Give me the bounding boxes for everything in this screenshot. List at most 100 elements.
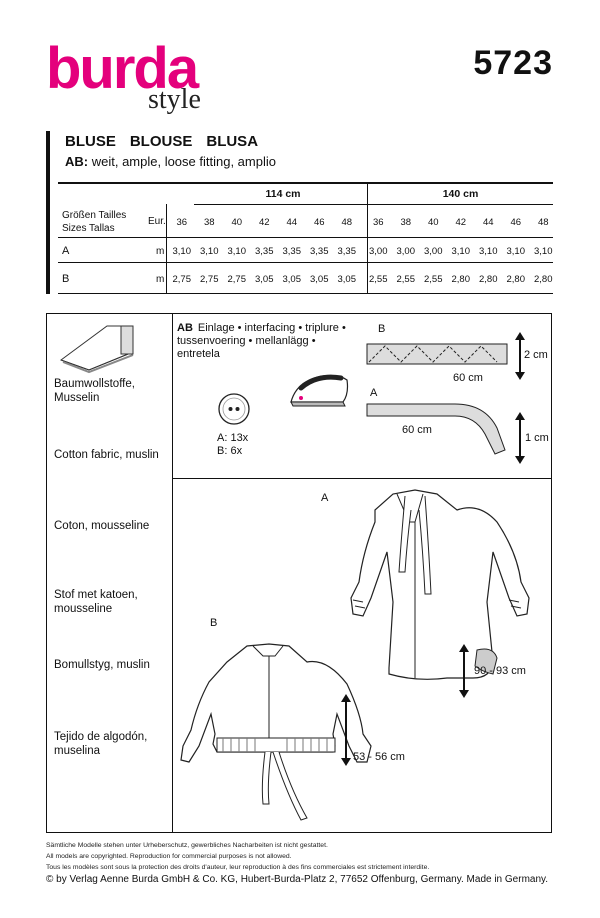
yardage-cell: 2,55 [369, 274, 388, 285]
table-row-line [58, 262, 553, 263]
fit-description: AB: weit, ample, loose fitting, amplio [65, 154, 276, 169]
bias-strip-a-icon [366, 403, 506, 455]
fit-prefix: AB: [65, 154, 89, 169]
yardage-cell: 2,80 [479, 274, 498, 285]
panel-horizontal-divider [172, 478, 551, 479]
bias-strip-b-icon [366, 343, 508, 365]
size-label-row1: Größen Tailles [62, 210, 127, 221]
logo-sub-text: style [148, 84, 201, 115]
yardage-cell: 3,35 [337, 246, 357, 257]
strip-a-width-arrow [515, 412, 525, 464]
table-bottom-line [58, 293, 553, 294]
yardage-cell: 2,55 [396, 274, 416, 285]
burda-style-logo: burda style [46, 36, 216, 114]
fabric-roll-icon [59, 325, 134, 374]
pattern-number: 5723 [473, 44, 553, 82]
interfacing-prefix: AB [177, 322, 193, 334]
view-b-label: B [210, 617, 218, 629]
blouse-view-b-drawing [180, 643, 372, 821]
fabric-requirement-table: 114 cm 140 cm Größen Tailles Sizes Talla… [58, 182, 553, 294]
width-group-140: 140 cm [442, 188, 479, 200]
yardage-cell: 3,10 [172, 246, 192, 257]
size-header-cell: 46 [510, 217, 522, 228]
size-header-cell: 48 [341, 217, 353, 228]
strip-b-width-arrow [515, 332, 525, 380]
view-a-length-arrow [459, 644, 469, 698]
yardage-cell: 2,80 [506, 274, 526, 285]
logo-main-text: burda [46, 36, 199, 101]
size-header-cell: 36 [176, 217, 188, 228]
buttons-count-b: B: 6x [217, 445, 243, 457]
yardage-cell: 3,10 [479, 246, 498, 257]
yardage-cell: 3,10 [200, 246, 219, 257]
fit-text: weit, ample, loose fitting, amplio [88, 154, 276, 169]
size-header-cell: 38 [400, 217, 412, 228]
fabric-en: Cotton fabric, muslin [54, 449, 159, 461]
yardage-cell: 3,35 [255, 246, 274, 257]
strip-a-label: A [370, 387, 378, 399]
size-header-cell: 38 [203, 217, 215, 228]
footer-de: Sämtliche Modelle stehen unter Urhebersc… [46, 842, 328, 849]
footer-fr: Tous les modèles sont sous la protection… [46, 864, 430, 871]
table-header-line [58, 237, 553, 238]
strip-a-length: 60 cm [402, 424, 432, 436]
table-group-vline [367, 182, 368, 293]
size-header-cell: 44 [286, 217, 298, 228]
size-header-cell: 44 [482, 217, 494, 228]
title-en: BLOUSE [129, 133, 193, 150]
strip-b-width: 2 cm [524, 349, 548, 361]
yardage-cell: 3,10 [506, 246, 526, 257]
buttons-count-a: A: 13x [217, 432, 249, 444]
width-group-114: 114 cm [265, 188, 301, 200]
legal-footer: Sämtliche Modelle stehen unter Urhebersc… [46, 840, 548, 887]
size-header-cell: 46 [313, 217, 325, 228]
yardage-cell: 3,05 [282, 274, 302, 285]
size-label-row2: Sizes Tallas [62, 223, 115, 234]
yardage-cell: 3,05 [337, 274, 357, 285]
strip-b-label: B [378, 323, 386, 335]
view-b-length-arrow [341, 694, 351, 766]
blouse-view-a-drawing [350, 489, 530, 680]
row-view-a: A [62, 245, 70, 257]
yardage-cell: 3,10 [227, 246, 247, 257]
title-de: BLUSE [65, 133, 116, 150]
button-icon [218, 393, 250, 425]
size-header-cell: 42 [258, 217, 270, 228]
view-a-length: 90 - 93 cm [474, 665, 526, 677]
title-bar [46, 131, 50, 294]
yardage-cell: 3,35 [282, 246, 302, 257]
row-b-unit: m [156, 274, 165, 285]
yardage-cell: 2,75 [172, 274, 192, 285]
yardage-cell: 3,00 [369, 246, 388, 257]
table-group-line [194, 204, 553, 205]
size-header-cell: 42 [455, 217, 467, 228]
yardage-cell: 3,00 [396, 246, 416, 257]
garment-title: BLUSE BLOUSE BLUSA [65, 133, 272, 150]
size-header-cell: 36 [372, 217, 384, 228]
view-b-length: 53 - 56 cm [353, 751, 405, 763]
footer-copyright: © by Verlag Aenne Burda GmbH & Co. KG, H… [46, 874, 549, 885]
title-es: BLUSA [206, 133, 259, 150]
row-a-unit: m [156, 246, 165, 257]
panel-vertical-divider [172, 314, 173, 832]
fabric-de: Baumwollstoffe, Musselin [54, 378, 135, 404]
fabric-nl: Stof met katoen, mousseline [54, 589, 138, 615]
footer-en: All models are copyrighted. Reproduction… [46, 853, 292, 860]
table-vline [166, 204, 167, 293]
yardage-cell: 2,80 [451, 274, 471, 285]
yardage-cell: 3,00 [424, 246, 443, 257]
size-header-cell: 40 [231, 217, 243, 228]
notions-and-drawing-panel: Baumwollstoffe, Musselin Cotton fabric, … [46, 313, 552, 833]
yardage-cell: 3,05 [310, 274, 329, 285]
yardage-cell: 2,75 [200, 274, 219, 285]
row-view-b: B [62, 273, 70, 285]
interfacing-text: Einlage • interfacing • triplure • tusse… [177, 322, 346, 360]
yardage-cell: 3,10 [534, 246, 553, 257]
yardage-cell: 3,35 [310, 246, 329, 257]
strip-a-width: 1 cm [525, 432, 549, 444]
iron-icon [290, 374, 349, 407]
yardage-cell: 2,80 [534, 274, 553, 285]
view-a-label: A [321, 492, 329, 504]
yardage-cell: 2,75 [227, 274, 247, 285]
